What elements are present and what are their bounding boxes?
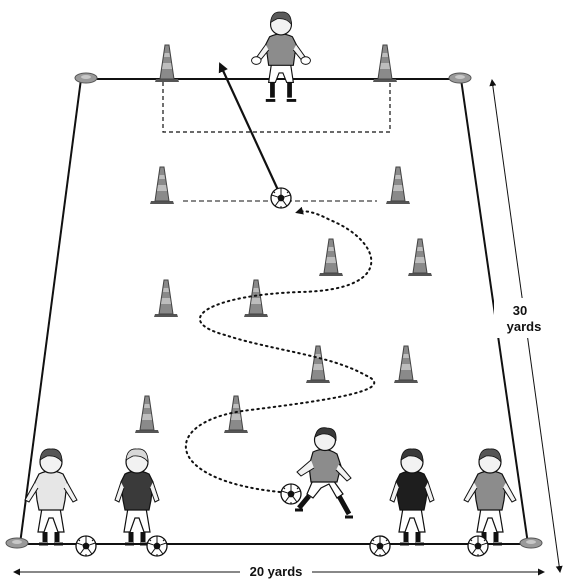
soccer-ball-icon-player-2 (146, 535, 168, 557)
soccer-ball-icon-shooting (270, 187, 292, 209)
goalkeeper-figure-icon (251, 11, 311, 102)
waiting-player-4-figure-icon (464, 449, 516, 544)
cone-slalom-2 (407, 238, 433, 277)
cone-slalom-1 (318, 238, 344, 277)
corner-marker-bottom-left (5, 537, 29, 549)
goal-post-cone-left (154, 44, 180, 83)
soccer-ball-icon-dribbler (280, 483, 302, 505)
field-boundary (19, 78, 529, 545)
cone-slalom-6 (393, 345, 419, 384)
waiting-player-1-figure-icon (25, 449, 77, 544)
corner-marker-top-left (74, 72, 98, 84)
cone-shooting-line-left (149, 166, 175, 205)
field-boundary-left (19, 78, 82, 545)
goal-post-cone-right (372, 44, 398, 83)
cone-slalom-4 (243, 279, 269, 318)
corner-marker-top-right (448, 72, 472, 84)
cone-slalom-7 (134, 395, 160, 434)
soccer-ball-icon-player-1 (75, 535, 97, 557)
cone-slalom-5 (305, 345, 331, 384)
soccer-ball-icon-player-3 (369, 535, 391, 557)
cone-slalom-3 (153, 279, 179, 318)
length-value-label: 30 (513, 303, 527, 318)
width-label: 20 yards (250, 564, 303, 579)
waiting-player-2-figure-icon (114, 448, 160, 546)
cone-slalom-8 (223, 395, 249, 434)
shot-arrow (218, 62, 279, 191)
dribble-path-dotted (184, 206, 375, 493)
goal-area-dashed-box (162, 82, 391, 133)
waiting-player-3-figure-icon (389, 448, 435, 546)
dribbling-player-figure-icon (295, 427, 353, 519)
length-unit-label: yards (507, 319, 542, 334)
cone-shooting-line-right (385, 166, 411, 205)
corner-marker-bottom-right (519, 537, 543, 549)
soccer-ball-icon-player-4 (467, 535, 489, 557)
